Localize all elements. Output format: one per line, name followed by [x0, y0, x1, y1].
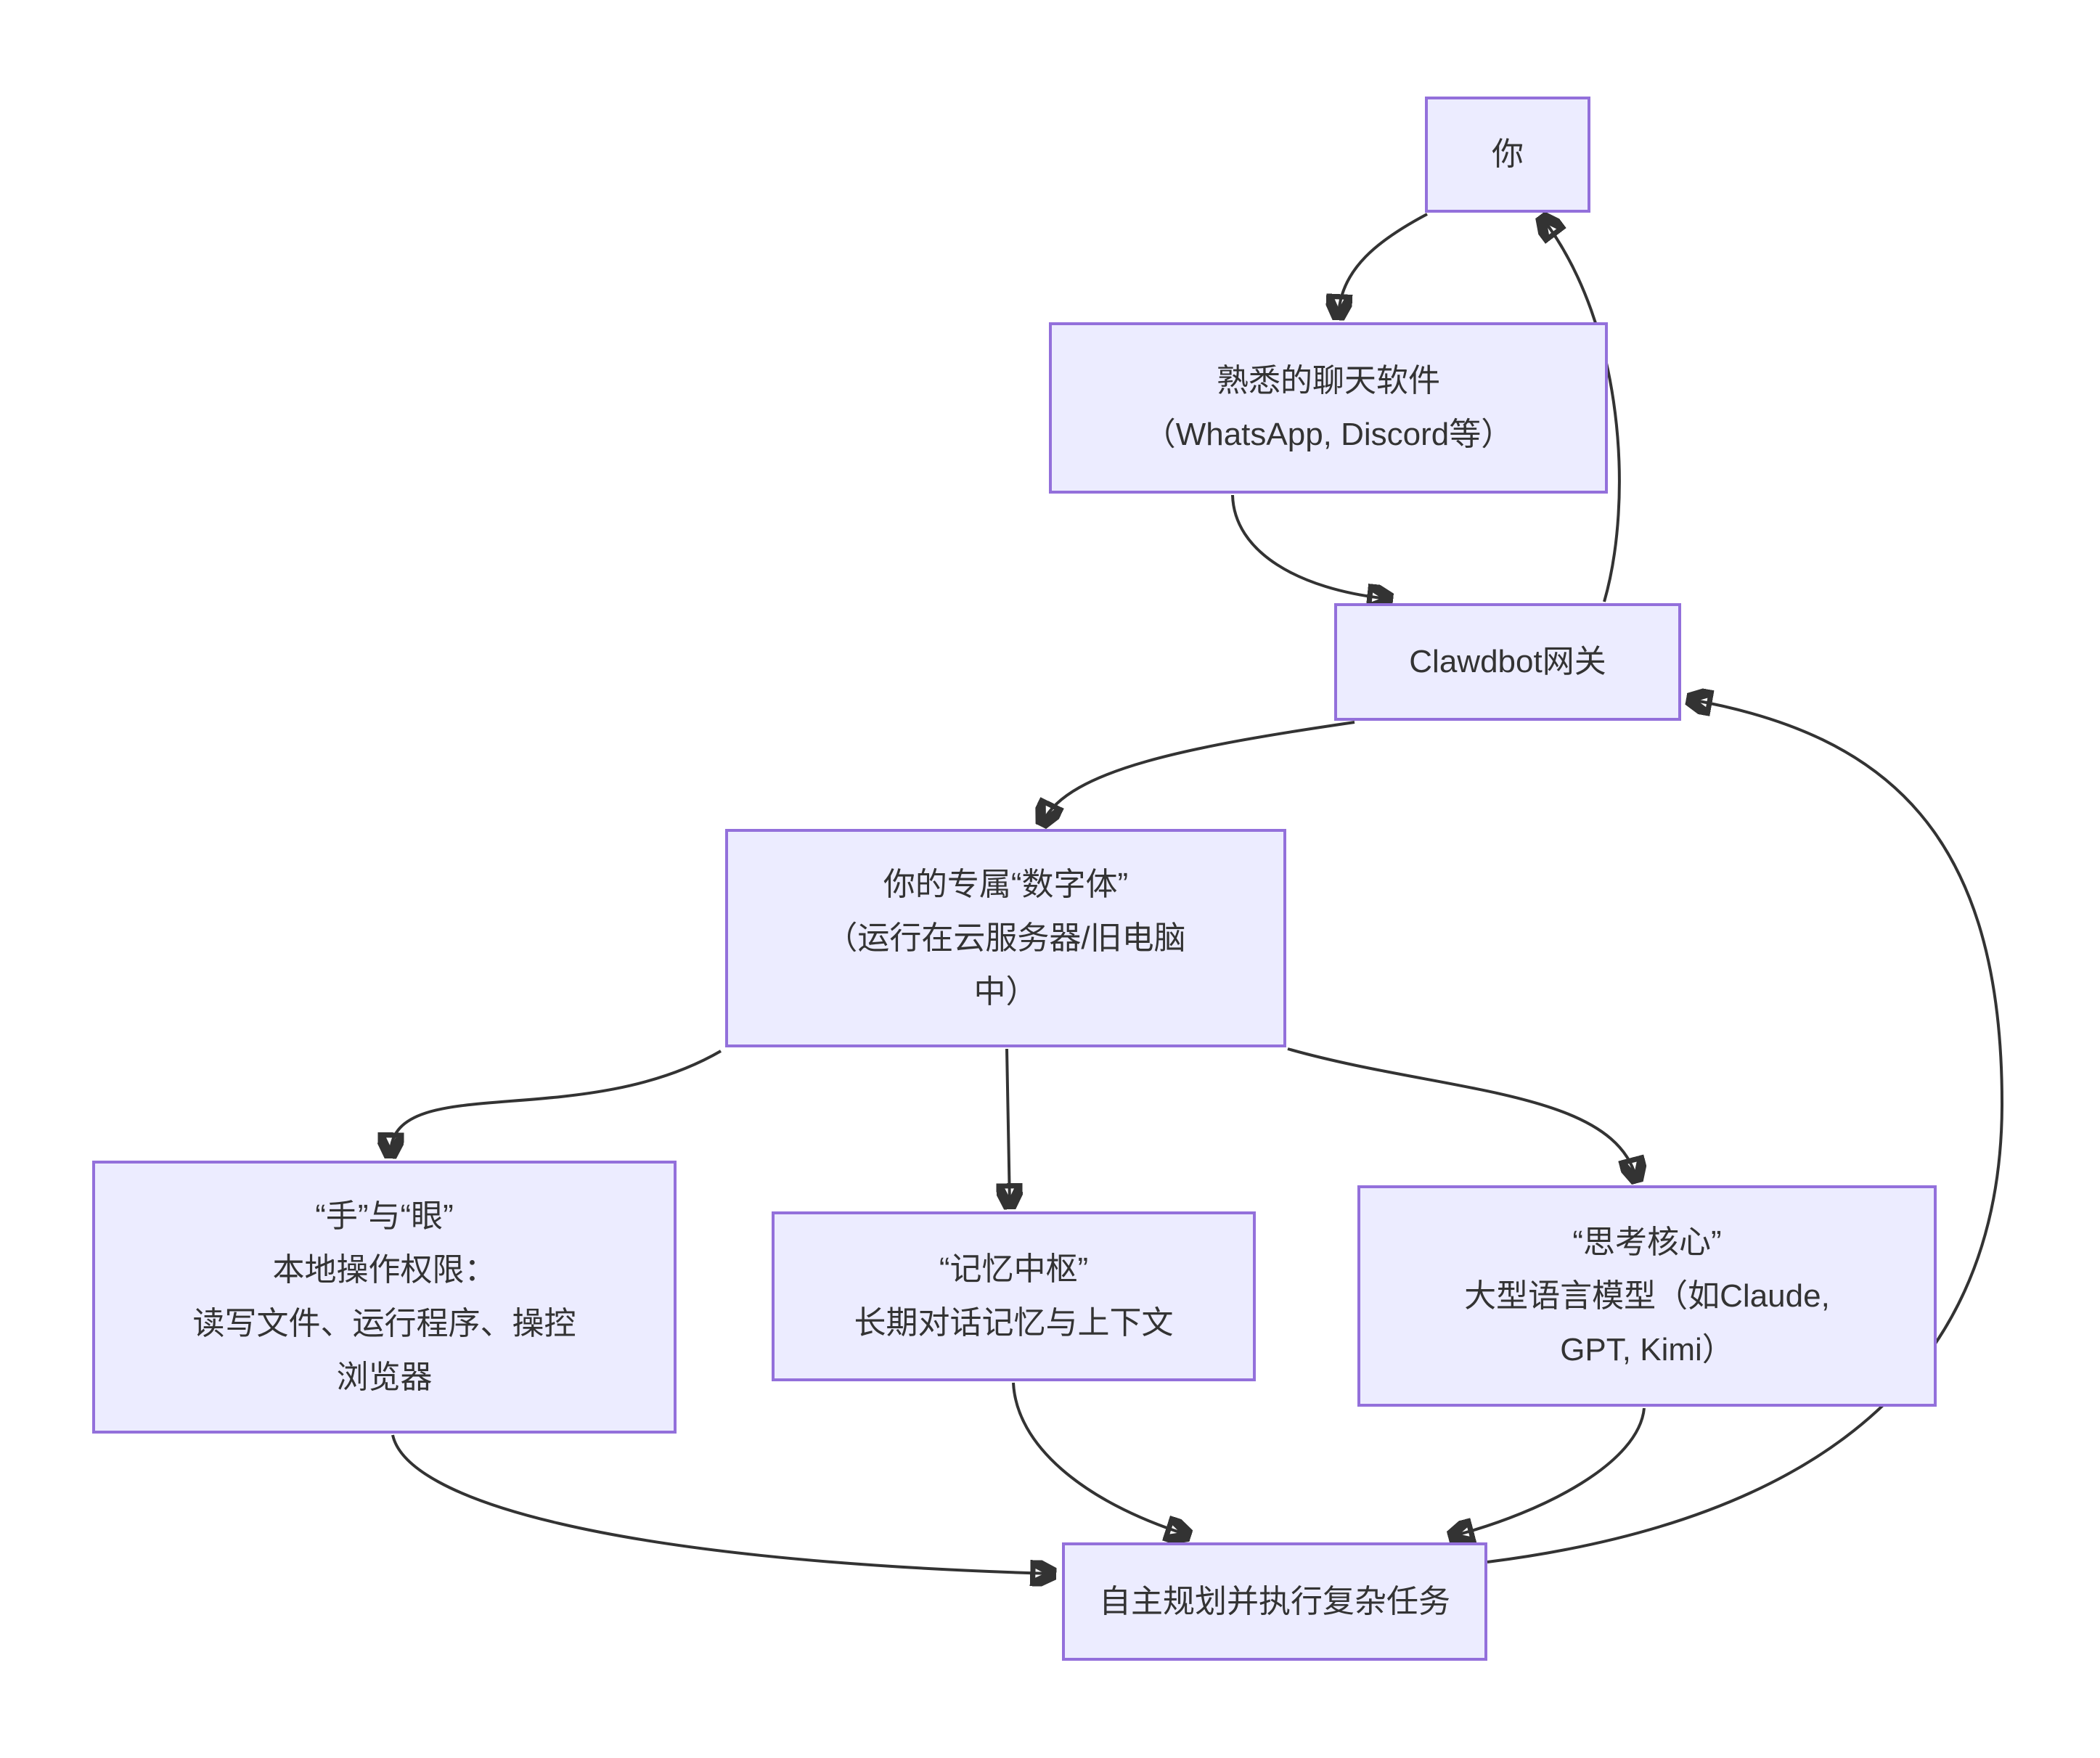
edge-brain-to-task	[1453, 1407, 1646, 1536]
node-hands-and-eyes-label-line4: 浏览器	[336, 1360, 433, 1395]
node-chat-software-label-line2: （WhatsApp, Discord等）	[1143, 417, 1513, 452]
node-hands-and-eyes: “手”与“眼” 本地操作权限： 读写文件、运行程序、操控 浏览器	[92, 1161, 677, 1434]
node-autonomous-task-label: 自主规划并执行复杂任务	[1099, 1583, 1450, 1619]
node-memory-hub-label-line1: “记忆中枢”	[939, 1251, 1089, 1287]
node-digital-body-label-line2: （运行在云服务器/旧电脑	[825, 920, 1186, 956]
node-memory-hub-label-line2: 长期对话记忆与上下文	[854, 1305, 1174, 1341]
edge-chat-to-gateway	[1231, 494, 1388, 599]
edge-memory-to-task	[1012, 1382, 1186, 1534]
node-clawdbot-gateway-label: Clawdbot网关	[1409, 644, 1606, 679]
node-clawdbot-gateway: Clawdbot网关	[1334, 603, 1681, 721]
node-you: 你	[1425, 97, 1590, 213]
node-chat-software: 熟悉的聊天软件 （WhatsApp, Discord等）	[1049, 322, 1608, 494]
node-digital-body: 你的专属“数字体” （运行在云服务器/旧电脑 中）	[725, 829, 1286, 1047]
node-you-label: 你	[1492, 136, 1524, 172]
node-thinking-core-label-line1: “思考核心”	[1572, 1224, 1722, 1260]
node-thinking-core: “思考核心” 大型语言模型（如Claude, GPT, Kimi）	[1357, 1185, 1937, 1407]
edge-hands-to-task	[391, 1434, 1051, 1574]
edge-body-to-hands	[391, 1050, 722, 1153]
node-autonomous-task: 自主规划并执行复杂任务	[1062, 1542, 1487, 1661]
edge-gateway-to-body	[1043, 721, 1355, 822]
edge-you-to-chat	[1339, 213, 1428, 315]
node-digital-body-label-line1: 你的专属“数字体”	[883, 866, 1129, 902]
edge-task-to-gateway	[1487, 700, 2004, 1563]
node-digital-body-label-line3: 中）	[973, 973, 1038, 1010]
node-thinking-core-label-line2: 大型语言模型（如Claude,	[1464, 1277, 1830, 1314]
node-hands-and-eyes-label-line2: 本地操作权限：	[272, 1252, 497, 1288]
node-hands-and-eyes-label-line1: “手”与“眼”	[315, 1198, 454, 1234]
node-chat-software-label-line1: 熟悉的聊天软件	[1217, 363, 1440, 398]
node-memory-hub: “记忆中枢” 长期对话记忆与上下文	[772, 1211, 1256, 1381]
edge-gateway-to-you	[1543, 219, 1621, 602]
edge-body-to-brain	[1287, 1047, 1636, 1178]
node-hands-and-eyes-label-line3: 读写文件、运行程序、操控	[192, 1306, 576, 1341]
node-thinking-core-label-line3: GPT, Kimi）	[1560, 1331, 1734, 1367]
edge-body-to-memory	[1007, 1048, 1010, 1204]
